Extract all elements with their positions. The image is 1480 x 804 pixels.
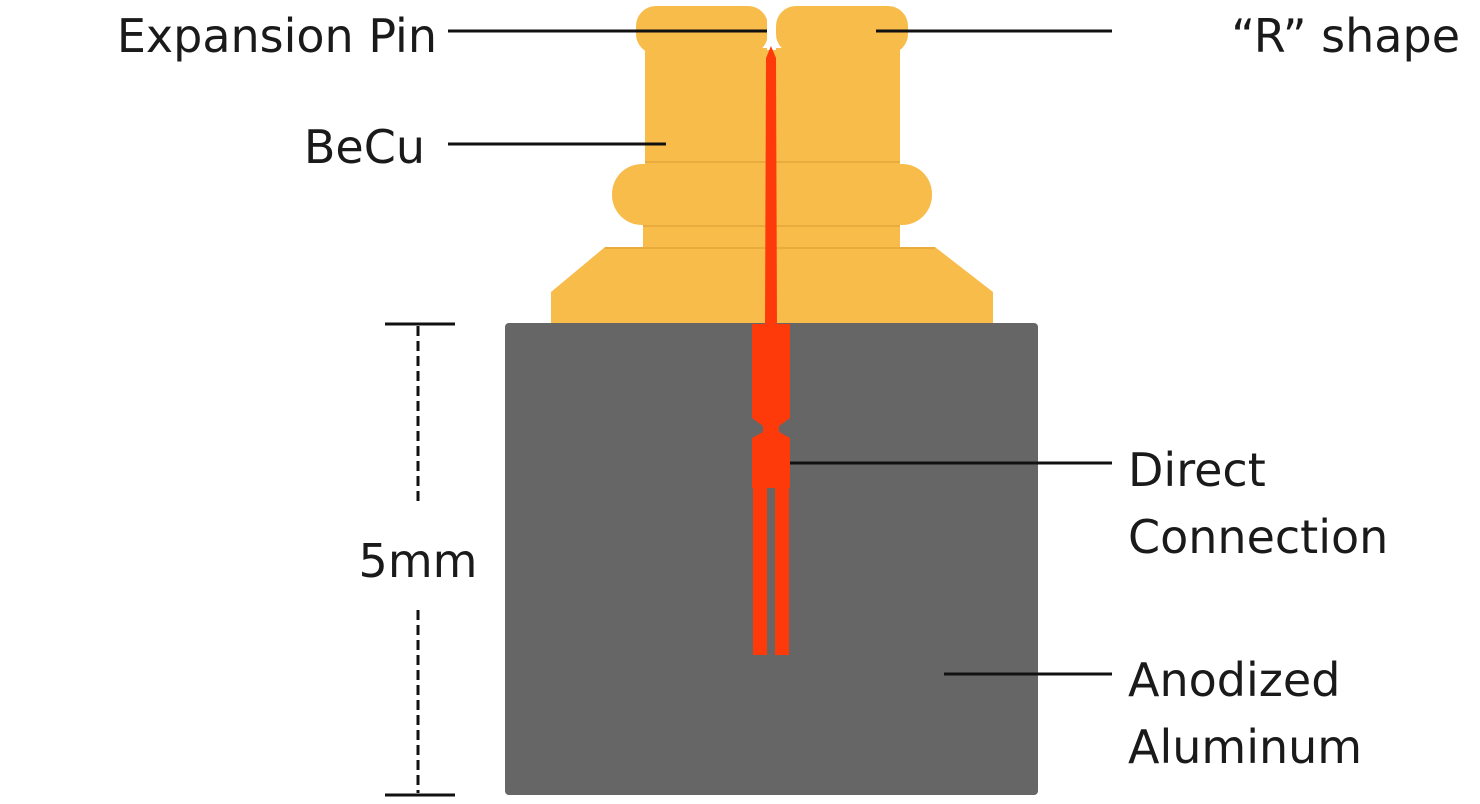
label-aluminum: Aluminum	[1128, 720, 1362, 774]
pin-lower-sleeve	[752, 438, 790, 488]
expansion-pin	[752, 46, 790, 655]
pin-upper-sleeve	[752, 324, 790, 418]
label-dimension-5mm: 5mm	[359, 534, 478, 588]
label-expansion-pin: Expansion Pin	[117, 9, 437, 63]
label-connection: Connection	[1128, 510, 1388, 564]
pin-waist	[752, 418, 790, 438]
dimension-marker-icon	[385, 322, 455, 797]
label-anodized: Anodized	[1128, 653, 1340, 707]
aluminum-block	[505, 323, 1038, 795]
pin-thin-shaft	[765, 46, 777, 326]
becu-slot	[767, 6, 776, 50]
label-r-shape: “R” shape	[1231, 9, 1460, 63]
leader-lines	[448, 29, 1112, 676]
becu-top-cap-right	[776, 6, 908, 54]
becu-body	[551, 6, 993, 327]
label-becu: BeCu	[304, 120, 425, 174]
pin-fork-right	[775, 486, 789, 655]
label-direct: Direct	[1128, 443, 1266, 497]
labels: Expansion Pin “R” shape BeCu Direct Conn…	[117, 9, 1460, 774]
pin-fork-left	[753, 486, 767, 655]
